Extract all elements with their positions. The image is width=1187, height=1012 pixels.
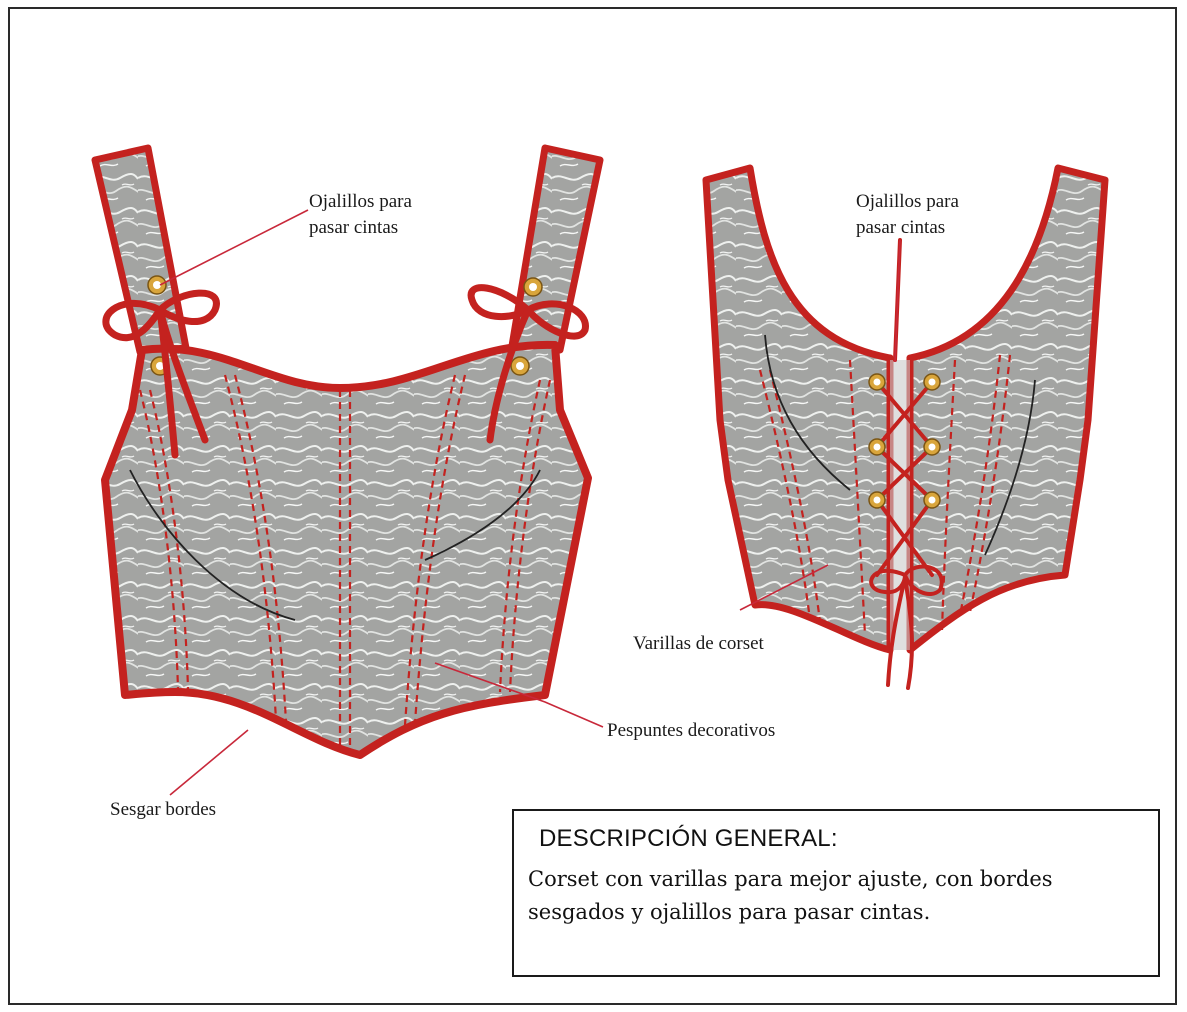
label-boning: Varillas de corset <box>633 631 764 657</box>
label-bias-edges: Sesgar bordes <box>110 797 216 823</box>
description-body: Corset con varillas para mejor ajuste, c… <box>528 863 1128 929</box>
back-corset <box>706 168 1105 688</box>
description-title: DESCRIPCIÓN GENERAL: <box>539 825 838 853</box>
description-box: DESCRIPCIÓN GENERAL: Corset con varillas… <box>512 809 1160 977</box>
label-back-eyelets-line1: Ojalillos para <box>856 189 959 215</box>
label-back-eyelets-line2: pasar cintas <box>856 215 945 241</box>
label-front-eyelets-line2: pasar cintas <box>309 215 398 241</box>
label-front-eyelets-line1: Ojalillos para <box>309 189 412 215</box>
label-topstitching: Pespuntes decorativos <box>607 718 775 744</box>
